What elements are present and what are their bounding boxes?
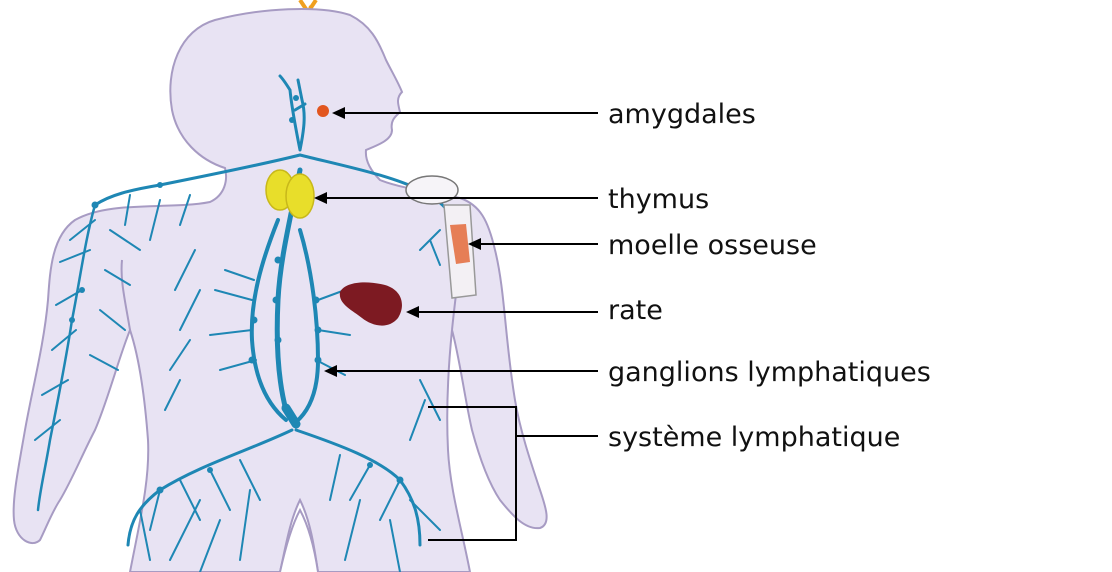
label-bone-marrow: moelle osseuse [608, 230, 817, 261]
label-spleen: rate [608, 295, 663, 326]
label-tonsils: amygdales [608, 99, 756, 130]
label-lymphatic-system: système lymphatique [608, 422, 900, 453]
label-lymph-nodes: ganglions lymphatiques [608, 357, 931, 388]
label-thymus: thymus [608, 184, 709, 215]
tonsils-icon [317, 105, 329, 117]
